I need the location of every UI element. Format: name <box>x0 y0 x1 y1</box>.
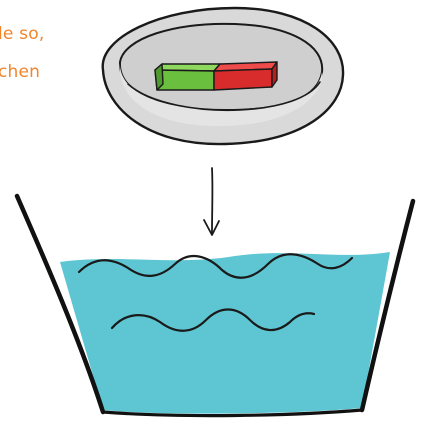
magnet-pole-a-front <box>155 70 214 90</box>
bar-magnet-icon <box>155 62 277 90</box>
dish-icon <box>103 8 343 144</box>
arrow-down-icon <box>204 168 219 235</box>
water <box>60 252 390 414</box>
magnet-pole-b-front <box>214 69 272 90</box>
